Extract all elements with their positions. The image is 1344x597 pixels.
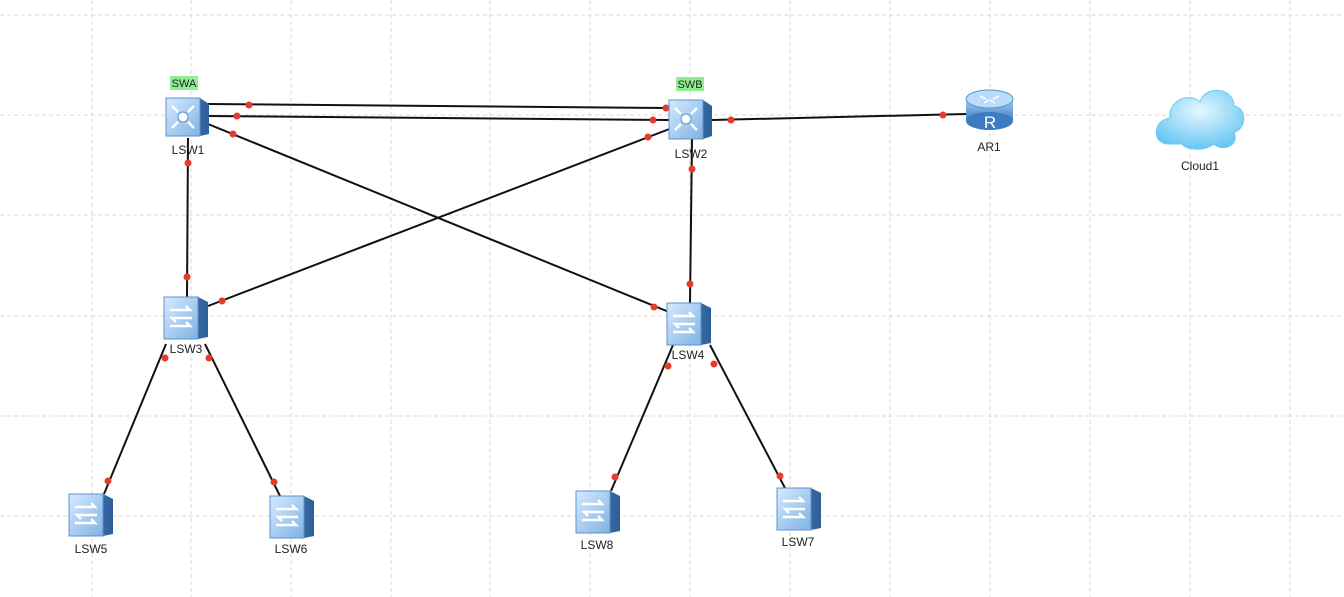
port-indicator: [649, 116, 657, 124]
port-indicator: [245, 101, 253, 109]
link-layer: [103, 103, 967, 497]
link-lsw4-lsw7[interactable]: [709, 344, 786, 489]
device-lsw7[interactable]: LSW7: [776, 487, 821, 549]
switch-icon: [776, 487, 821, 531]
port-indicator: [664, 362, 672, 370]
switch-icon: [666, 302, 711, 346]
port-indicator: [104, 477, 112, 485]
link-lsw1-lsw2[interactable]: [207, 103, 670, 109]
port-indicator: [662, 104, 670, 112]
port-layer: [104, 101, 947, 486]
device-label-lsw5: LSW5: [75, 542, 108, 556]
device-lsw6[interactable]: LSW6: [269, 495, 314, 556]
tag-swa-badge: [170, 76, 198, 90]
link-lsw2-ar1[interactable]: [711, 113, 967, 121]
port-indicator: [270, 478, 278, 486]
port-indicator: [218, 297, 226, 305]
port-indicator: [776, 472, 784, 480]
device-label-lsw7: LSW7: [782, 535, 815, 549]
link-lsw1-lsw2[interactable]: [207, 115, 670, 121]
port-indicator: [183, 273, 191, 281]
port-indicator: [233, 112, 241, 120]
device-cloud1[interactable]: Cloud1: [1155, 89, 1245, 173]
device-label-lsw1: LSW1: [172, 143, 205, 157]
port-indicator: [650, 303, 658, 311]
port-indicator: [184, 159, 192, 167]
link-lsw2-lsw3[interactable]: [207, 127, 673, 307]
link-lsw4-lsw8[interactable]: [610, 344, 674, 492]
device-lsw2[interactable]: SWB LSW2: [668, 77, 712, 161]
router-icon: R: [965, 89, 1014, 132]
port-indicator: [727, 116, 735, 124]
link-lsw3-lsw6[interactable]: [204, 343, 281, 497]
switch-icon: [269, 495, 314, 539]
switch-icon: [163, 296, 208, 340]
device-label-lsw3: LSW3: [170, 342, 203, 356]
device-label-cloud1: Cloud1: [1181, 159, 1219, 173]
svg-text:R: R: [984, 113, 996, 132]
port-indicator: [686, 280, 694, 288]
tag-swa-text: SWA: [172, 78, 197, 90]
device-ar1[interactable]: R AR1: [965, 89, 1014, 154]
tag-swb-text: SWB: [677, 79, 702, 91]
link-lsw3-lsw5[interactable]: [103, 343, 167, 495]
port-indicator: [939, 111, 947, 119]
switch-icon: [575, 490, 620, 534]
device-label-lsw4: LSW4: [672, 348, 705, 362]
device-lsw3[interactable]: LSW3: [163, 296, 208, 356]
device-label-lsw6: LSW6: [275, 542, 308, 556]
device-lsw4[interactable]: LSW4: [666, 302, 711, 362]
device-label-ar1: AR1: [977, 140, 1001, 154]
core-switch-icon: [165, 97, 209, 137]
port-indicator: [205, 354, 213, 362]
port-indicator: [644, 133, 652, 141]
device-lsw8[interactable]: LSW8: [575, 490, 620, 552]
core-switch-icon: [668, 99, 712, 140]
port-indicator: [161, 354, 169, 362]
cloud-icon: [1155, 89, 1245, 150]
device-label-lsw2: LSW2: [675, 147, 708, 161]
device-lsw1[interactable]: SWA LSW1: [165, 76, 209, 157]
port-indicator: [710, 360, 718, 368]
tag-swb-badge: [676, 77, 704, 91]
switch-icon: [68, 493, 113, 537]
device-label-lsw8: LSW8: [581, 538, 614, 552]
device-lsw5[interactable]: LSW5: [68, 493, 113, 556]
port-indicator: [611, 473, 619, 481]
port-indicator: [229, 130, 237, 138]
port-indicator: [688, 165, 696, 173]
